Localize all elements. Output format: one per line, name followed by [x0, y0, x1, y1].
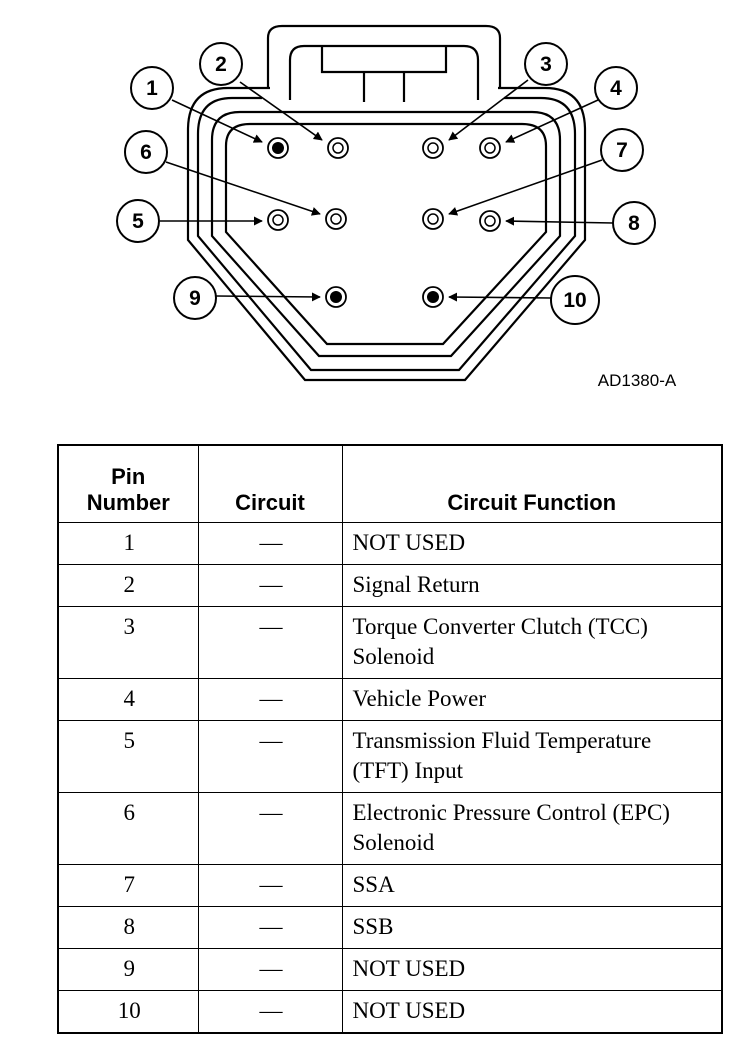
pin-number-cell: 8	[57, 906, 199, 949]
pin-number-cell: 3	[57, 606, 199, 679]
callout-1-label: 1	[146, 77, 158, 100]
header-pin-number: Pin Number	[57, 444, 199, 523]
pin-number-cell: 10	[57, 990, 199, 1034]
table-row: 4—Vehicle Power	[57, 678, 723, 721]
pin-7	[422, 208, 444, 230]
callout-4-label: 4	[610, 77, 622, 100]
circuit-function-cell: SSB	[341, 906, 723, 949]
callout-3-label: 3	[540, 53, 552, 76]
table-row: 9—NOT USED	[57, 948, 723, 991]
callout-9-label: 9	[189, 287, 201, 310]
callout-5-label: 5	[132, 210, 144, 233]
circuit-function-cell: Transmission Fluid Temperature (TFT) Inp…	[341, 720, 723, 793]
pin-2	[327, 137, 349, 159]
callout-8: 8	[612, 201, 656, 245]
callout-1: 1	[130, 66, 174, 110]
header-pin-line2: Number	[86, 490, 170, 515]
callout-10: 10	[550, 275, 600, 325]
pin-6	[325, 208, 347, 230]
circuit-function-cell: Vehicle Power	[341, 678, 723, 721]
circuit-cell: —	[197, 948, 343, 991]
callout-4: 4	[594, 66, 638, 110]
pin-function-table: Pin Number Circuit Circuit Function 1—NO…	[57, 444, 723, 1034]
circuit-cell: —	[197, 792, 343, 865]
callout-9: 9	[173, 276, 217, 320]
circuit-function-cell: Signal Return	[341, 564, 723, 607]
callout-5: 5	[116, 199, 160, 243]
table-row: 5—Transmission Fluid Temperature (TFT) I…	[57, 720, 723, 793]
circuit-cell: —	[197, 564, 343, 607]
callout-10-label: 10	[563, 289, 586, 312]
callout-3: 3	[524, 42, 568, 86]
pin-10	[422, 286, 444, 308]
table-row: 6—Electronic Pressure Control (EPC) Sole…	[57, 792, 723, 865]
circuit-function-cell: NOT USED	[341, 990, 723, 1034]
pin-number-cell: 7	[57, 864, 199, 907]
pin-8	[479, 210, 501, 232]
pin-5	[267, 209, 289, 231]
table-row: 8—SSB	[57, 906, 723, 949]
pin-4	[479, 137, 501, 159]
table-row: 1—NOT USED	[57, 522, 723, 565]
callout-7-label: 7	[616, 139, 628, 162]
callout-6: 6	[124, 130, 168, 174]
connector-diagram: 1 2 3 4 5 6 7 8 9 10 AD1380-A	[116, 24, 677, 390]
circuit-function-cell: SSA	[341, 864, 723, 907]
callout-7: 7	[600, 128, 644, 172]
header-circuit: Circuit	[197, 444, 343, 523]
pin-1	[267, 137, 289, 159]
table-row: 10—NOT USED	[57, 990, 723, 1034]
header-circuit-function: Circuit Function	[341, 444, 723, 523]
circuit-function-cell: NOT USED	[341, 948, 723, 991]
circuit-function-cell: Torque Converter Clutch (TCC) Solenoid	[341, 606, 723, 679]
callout-6-label: 6	[140, 141, 152, 164]
circuit-cell: —	[197, 606, 343, 679]
callout-8-label: 8	[628, 212, 640, 235]
table-header-row: Pin Number Circuit Circuit Function	[57, 444, 723, 523]
figure-reference-code: AD1380-A	[598, 371, 677, 390]
circuit-function-cell: Electronic Pressure Control (EPC) Soleno…	[341, 792, 723, 865]
circuit-cell: —	[197, 906, 343, 949]
pin-9	[325, 286, 347, 308]
leader-lines	[160, 79, 614, 302]
pin-number-cell: 6	[57, 792, 199, 865]
callout-2-label: 2	[215, 53, 227, 76]
circuit-function-cell: NOT USED	[341, 522, 723, 565]
connector-latch	[266, 24, 502, 102]
circuit-cell: —	[197, 522, 343, 565]
table-row: 2—Signal Return	[57, 564, 723, 607]
pin-number-cell: 4	[57, 678, 199, 721]
circuit-cell: —	[197, 720, 343, 793]
table-row: 7—SSA	[57, 864, 723, 907]
header-pin-line1: Pin	[111, 464, 146, 489]
circuit-cell: —	[197, 990, 343, 1034]
circuit-cell: —	[197, 678, 343, 721]
circuit-cell: —	[197, 864, 343, 907]
callout-2: 2	[199, 42, 243, 86]
pin-number-cell: 1	[57, 522, 199, 565]
pin-number-cell: 9	[57, 948, 199, 991]
table-row: 3—Torque Converter Clutch (TCC) Solenoid	[57, 606, 723, 679]
pin-3	[422, 137, 444, 159]
connector-housing	[186, 86, 587, 382]
pin-number-cell: 5	[57, 720, 199, 793]
pin-number-cell: 2	[57, 564, 199, 607]
